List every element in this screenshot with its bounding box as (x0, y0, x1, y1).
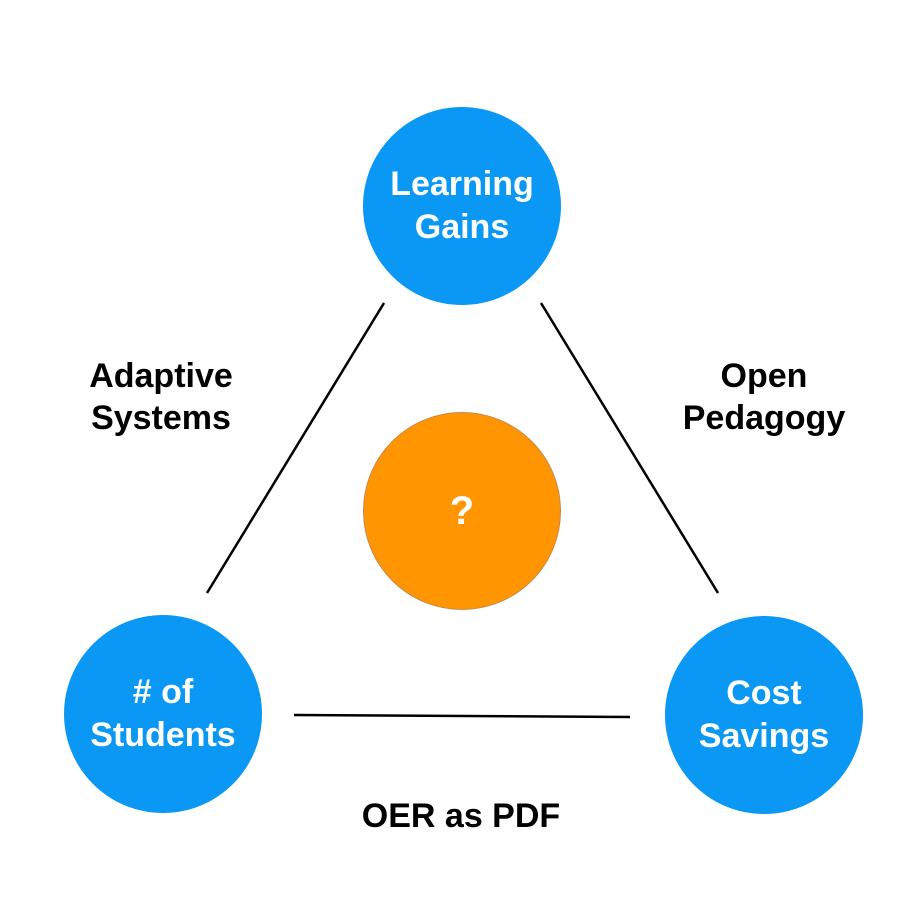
edge-line-left (205, 302, 386, 594)
node-label-line: Students (90, 716, 236, 754)
edge-label-open-pedagogy: Open Pedagogy (644, 355, 884, 439)
node-learning-gains: Learning Gains (363, 107, 561, 305)
node-unknown-center: ? (363, 412, 561, 610)
node-label-line: Cost (726, 674, 802, 712)
edge-line-right (539, 302, 720, 594)
node-label-line: Learning (390, 165, 534, 203)
node-label-line: Savings (698, 717, 830, 755)
node-cost-savings: Cost Savings (665, 616, 863, 814)
edge-label-line: Open (720, 357, 808, 395)
edge-label-oer-as-pdf: OER as PDF (341, 795, 581, 837)
node-number-of-students: # of Students (64, 615, 262, 813)
edge-label-line: Adaptive (89, 357, 233, 395)
edge-line-bottom (293, 713, 631, 719)
edge-label-adaptive-systems: Adaptive Systems (41, 355, 281, 439)
edge-label-line: OER as PDF (361, 797, 561, 835)
node-label-line: # of (132, 673, 194, 711)
question-mark: ? (449, 488, 475, 533)
edge-label-line: Pedagogy (682, 399, 846, 437)
node-label-line: Gains (414, 208, 510, 246)
edge-label-line: Systems (91, 399, 231, 437)
